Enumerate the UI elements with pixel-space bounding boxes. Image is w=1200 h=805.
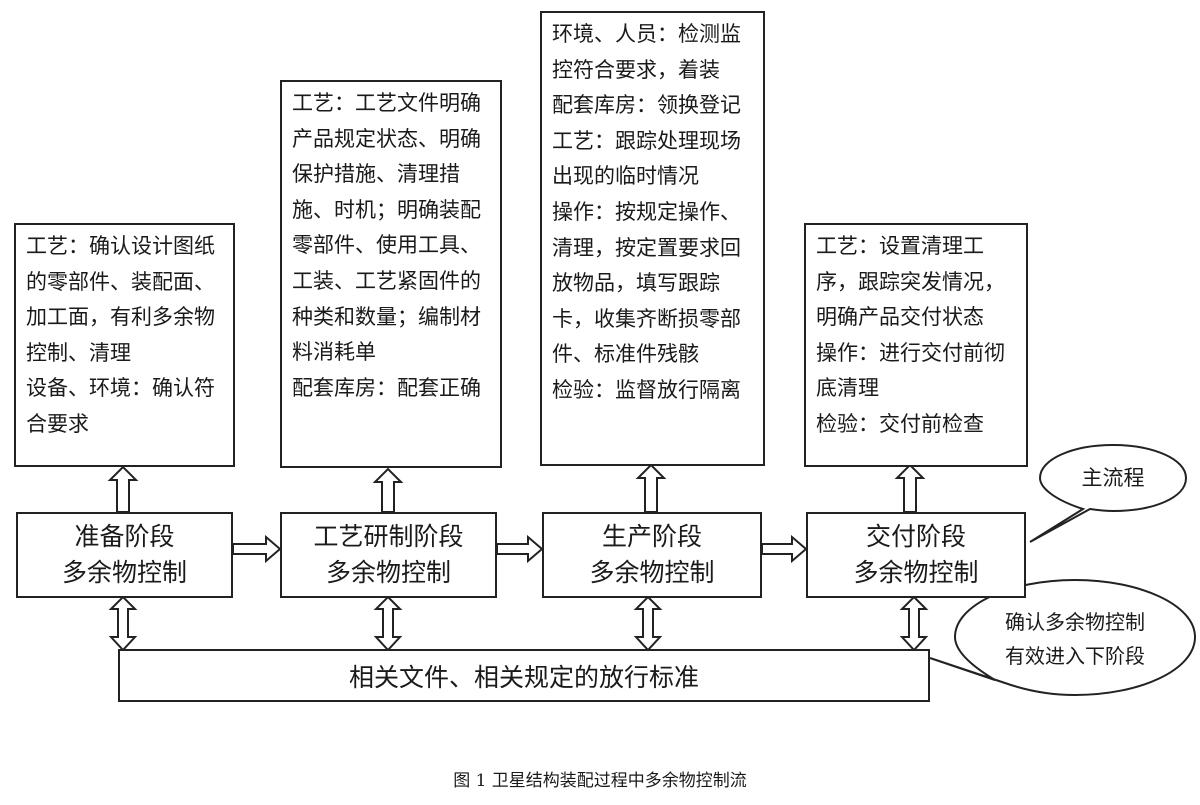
callout-confirm-line1: 确认多余物控制	[1005, 610, 1145, 634]
standards-bar: 相关文件、相关规定的放行标准	[118, 649, 930, 702]
callout-main-flow: 主流程	[1040, 445, 1186, 511]
callout-confirm-line2: 有效进入下阶段	[1005, 644, 1145, 668]
detail-line: 料消耗单	[292, 340, 376, 365]
detail-line: 出现的临时情况	[552, 164, 699, 189]
up-arrow-delivery	[894, 463, 926, 513]
detail-line: 零部件、使用工具、	[292, 233, 481, 258]
detail-line: 控符合要求，着装	[552, 57, 720, 82]
stage-box-production: 生产阶段 多余物控制	[542, 512, 762, 598]
double-arrow-prep	[108, 595, 138, 652]
detail-line: 工艺：工艺文件明确	[292, 91, 481, 115]
detail-line: 检验：监督放行隔离	[552, 377, 741, 402]
detail-line: 的零部件、装配面、	[26, 269, 215, 294]
double-arrow-process	[373, 595, 403, 652]
detail-line: 配套库房：领换登记	[552, 93, 741, 118]
detail-line: 控制、清理	[26, 340, 131, 365]
detail-line: 检验：交付前检查	[816, 411, 984, 436]
stage-title: 准备阶段	[74, 522, 175, 551]
stage-title: 工艺研制阶段	[313, 522, 464, 551]
detail-line: 施、时机；明确装配	[292, 197, 481, 222]
detail-line: 卡，收集齐断损零部	[552, 306, 741, 331]
detail-line: 工装、工艺紧固件的	[292, 268, 481, 293]
detail-box-delivery: 工艺：设置清理工 序，跟踪突发情况， 明确产品交付状态 操作：进行交付前彻 底清…	[804, 223, 1028, 467]
detail-line: 配套库房：配套正确	[292, 375, 481, 400]
speech-bubble-confirm	[929, 578, 1197, 697]
double-arrow-delivery	[899, 595, 929, 652]
stage-subtitle: 多余物控制	[61, 558, 187, 587]
detail-line: 操作：进行交付前彻	[816, 340, 1005, 365]
detail-line: 清理，按定置要求回	[552, 235, 741, 260]
detail-line: 环境、人员：检测监	[552, 22, 741, 46]
detail-line: 序，跟踪突发情况，	[816, 269, 1005, 294]
detail-line: 工艺：设置清理工	[816, 234, 984, 258]
up-arrow-prep	[107, 465, 139, 513]
detail-line: 工艺：跟踪处理现场	[552, 128, 741, 153]
detail-line: 加工面，有利多余物	[26, 305, 215, 330]
detail-line: 操作：按规定操作、	[552, 199, 741, 224]
detail-line: 合要求	[26, 411, 89, 436]
figure-caption: 图 1 卫星结构装配过程中多余物控制流	[453, 771, 747, 791]
stage-title: 交付阶段	[865, 522, 966, 551]
stage-subtitle: 多余物控制	[325, 558, 451, 587]
detail-line: 产品规定状态、明确	[292, 126, 481, 151]
detail-line: 种类和数量；编制材	[292, 304, 481, 329]
detail-line: 底清理	[816, 376, 879, 401]
stage-subtitle: 多余物控制	[589, 558, 715, 587]
speech-bubble-main	[1029, 443, 1188, 543]
detail-line: 设备、环境：确认符	[26, 376, 215, 401]
stage-box-delivery: 交付阶段 多余物控制	[806, 512, 1026, 598]
detail-line: 放物品，填写跟踪	[552, 271, 720, 296]
up-arrow-process	[372, 467, 404, 513]
right-arrow-1	[232, 534, 282, 564]
detail-box-prep: 工艺：确认设计图纸 的零部件、装配面、 加工面，有利多余物 控制、清理 设备、环…	[14, 223, 235, 467]
stage-subtitle: 多余物控制	[853, 558, 979, 587]
callout-confirm: 确认多余物控制 有效进入下阶段	[960, 604, 1190, 674]
right-arrow-3	[761, 534, 808, 564]
stage-title: 生产阶段	[601, 522, 702, 551]
callout-main-text: 主流程	[1081, 466, 1145, 490]
detail-line: 工艺：确认设计图纸	[26, 234, 215, 258]
detail-line: 明确产品交付状态	[816, 305, 984, 330]
right-arrow-2	[496, 534, 544, 564]
double-arrow-production	[633, 595, 663, 652]
detail-line: 件、标准件残骸	[552, 342, 699, 367]
up-arrow-production	[635, 463, 667, 513]
detail-box-process: 工艺：工艺文件明确 产品规定状态、明确 保护措施、清理措 施、时机；明确装配 零…	[280, 80, 502, 468]
detail-box-production: 环境、人员：检测监 控符合要求，着装 配套库房：领换登记 工艺：跟踪处理现场 出…	[540, 11, 765, 466]
detail-line: 保护措施、清理措	[292, 162, 460, 187]
stage-box-process: 工艺研制阶段 多余物控制	[280, 512, 497, 598]
stage-box-prep: 准备阶段 多余物控制	[16, 512, 233, 598]
